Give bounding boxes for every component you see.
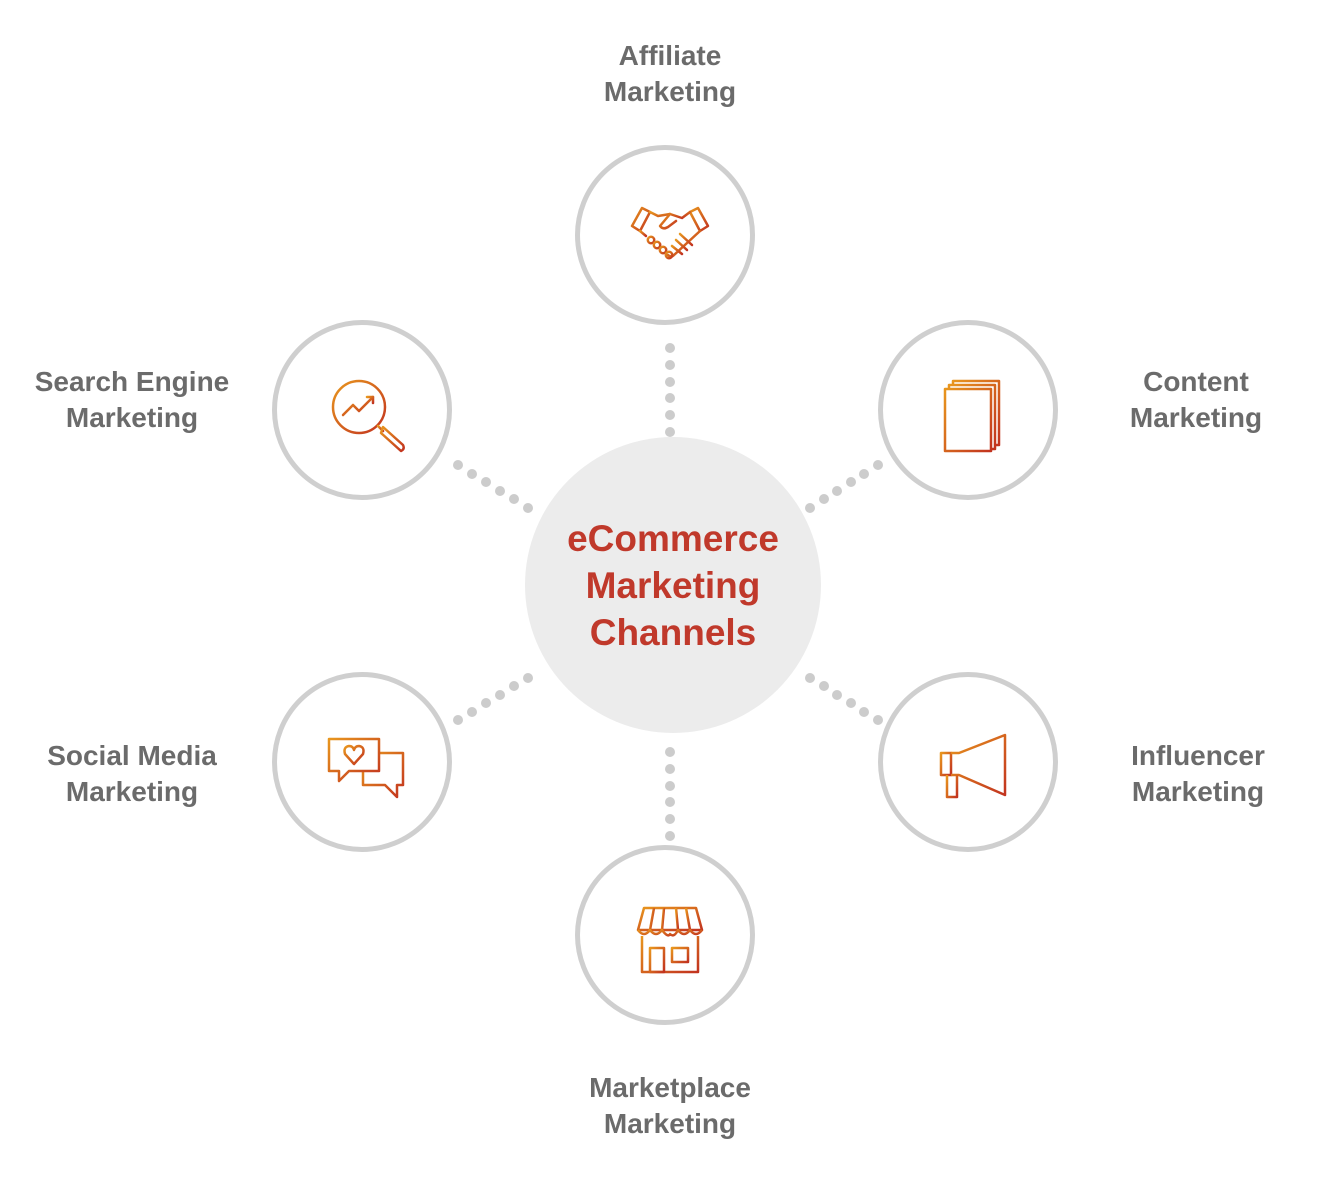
storefront-icon [636,906,704,974]
label-affiliate-line-1: Affiliate [618,40,722,71]
chat-bubbles-heart-icon [327,737,405,799]
connector-dot-search [509,494,519,505]
label-social-line-1: Social Media [47,740,217,771]
connector-dot-search [467,468,477,479]
label-content-line-1: Content [1143,366,1249,397]
node-affiliate [575,145,755,325]
handshake-icon [630,206,710,260]
label-marketplace-line-1: Marketplace [589,1072,751,1103]
label-social-line-2: Marketing [65,776,199,807]
label-content: Content Marketing [1066,364,1326,436]
label-content-line-2: Marketing [1129,402,1263,433]
node-social [272,672,452,852]
connector-dot-affiliate [665,359,675,370]
connector-dot-social [509,681,519,692]
connector-dot-social [495,689,505,700]
connector-dot-social [453,715,463,725]
connector-dot-influencer [845,698,856,709]
node-content [878,320,1058,500]
label-search: Search Engine Marketing [2,364,262,436]
center-title-line-3: Channels [589,611,757,653]
connector-dot-content [859,468,870,479]
megaphone-icon [939,733,1007,799]
label-affiliate: Affiliate Marketing [540,38,800,110]
label-influencer-line-2: Marketing [1131,776,1265,807]
center-title-line-1: eCommerce [567,517,779,559]
connector-dot-content [873,460,883,470]
documents-icon [943,379,1001,453]
label-influencer-line-1: Influencer [1131,740,1265,771]
connector-dot-influencer [818,681,829,692]
connector-dot-marketplace [665,831,675,841]
connector-dot-affiliate [665,393,675,404]
connector-dot-affiliate [665,427,675,437]
node-search [272,320,452,500]
label-search-line-2: Marketing [65,402,199,433]
connector-dot-search [453,460,463,470]
connector-dot-social [523,673,533,683]
label-influencer: Influencer Marketing [1068,738,1328,810]
connector-dot-social [467,706,477,717]
connector-dot-affiliate [665,410,675,421]
connector-dot-content [832,485,843,496]
center-hub [525,437,821,733]
connector-dot-influencer [832,689,843,700]
node-marketplace [575,845,755,1025]
connector-dot-search [481,477,491,488]
label-marketplace-line-2: Marketing [603,1108,737,1139]
connector-dot-content [845,477,856,488]
connector-dot-search [523,503,533,513]
connector-dot-influencer [859,706,870,717]
magnifier-trend-icon [331,379,405,453]
label-marketplace: Marketplace Marketing [540,1070,800,1142]
connector-dot-affiliate [665,376,675,387]
connector-dot-search [495,485,505,496]
node-influencer [878,672,1058,852]
connector-dot-affiliate [665,343,675,353]
connector-dot-marketplace [665,780,675,791]
label-social: Social Media Marketing [2,738,262,810]
center-title-line-2: Marketing [585,564,761,606]
center-title: eCommerce Marketing Channels [525,437,821,733]
connector-dot-marketplace [665,797,675,808]
connector-dot-content [805,503,815,513]
connector-dot-content [818,494,829,505]
connector-dot-marketplace [665,763,675,774]
connector-dot-social [481,698,491,709]
label-search-line-1: Search Engine [34,366,230,397]
connector-dot-influencer [873,715,883,725]
connector-dot-influencer [805,673,815,683]
connector-dot-marketplace [665,747,675,757]
connector-dot-marketplace [665,814,675,825]
label-affiliate-line-2: Marketing [603,76,737,107]
